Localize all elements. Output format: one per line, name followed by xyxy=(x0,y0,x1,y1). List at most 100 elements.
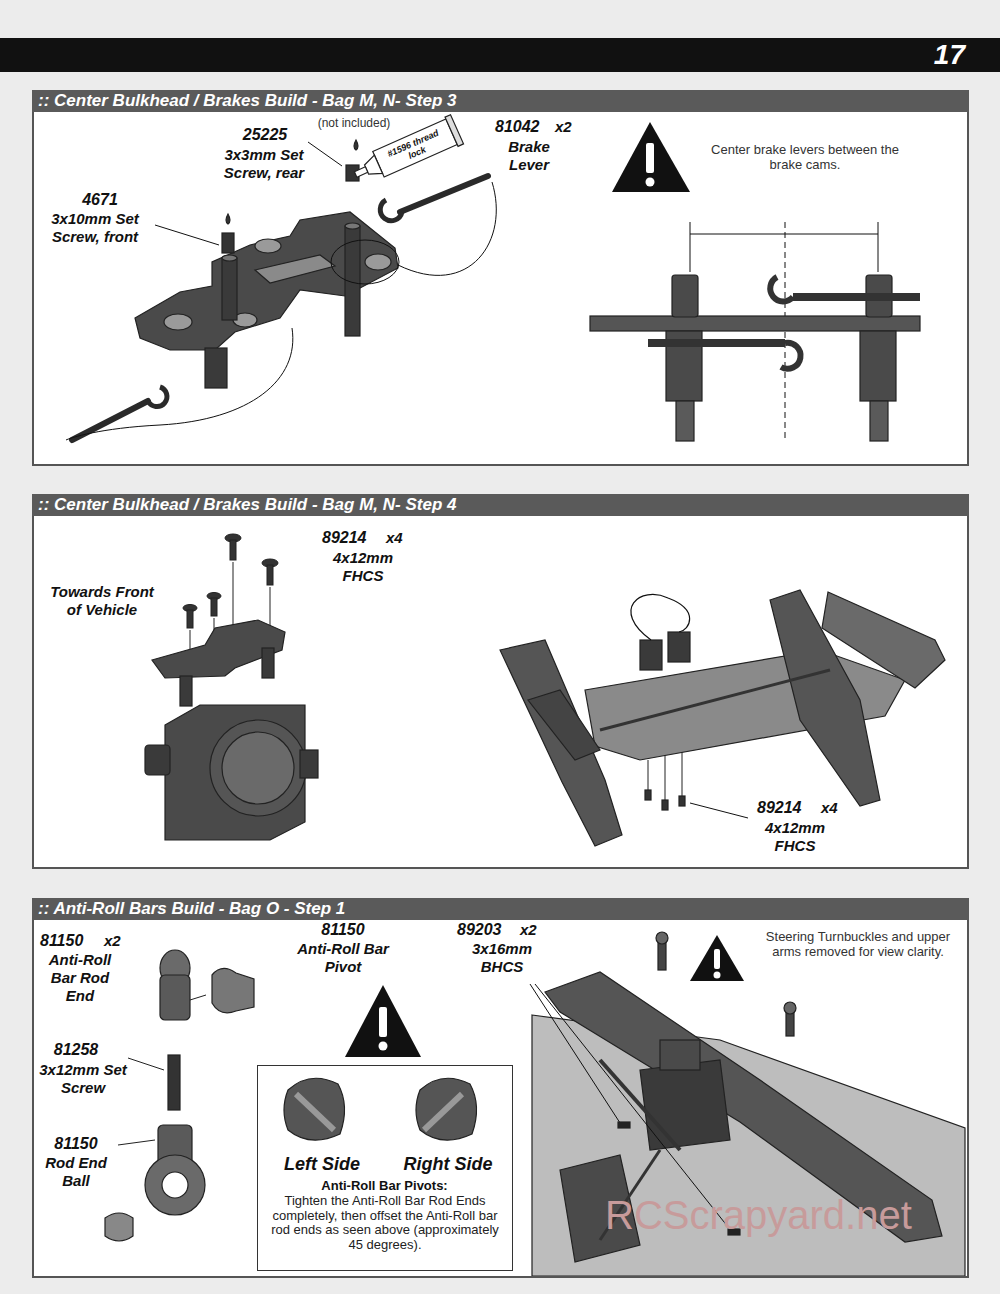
step-panel: Left SideRight SideAnti-Roll Bar Pivots:… xyxy=(32,898,969,1278)
step-panel: :: Center Bulkhead / Brakes Build - Bag … xyxy=(32,90,969,466)
chassis xyxy=(500,640,622,846)
quantity: x2 xyxy=(555,118,585,136)
warning-icon xyxy=(646,178,655,187)
brake-plate xyxy=(135,140,398,388)
warning-icon xyxy=(379,1007,387,1037)
part-number: 25225 xyxy=(225,126,305,144)
rod-end-parts xyxy=(118,1140,155,1145)
chassis xyxy=(679,796,685,806)
brake-lever xyxy=(72,401,148,440)
pivot-orientation xyxy=(416,1078,477,1140)
rod-end-parts xyxy=(128,1058,164,1070)
center-bulkhead xyxy=(262,648,274,678)
chassis-closeup xyxy=(640,1060,730,1150)
screw xyxy=(267,565,273,585)
part-name: 4x12mm FHCS xyxy=(316,549,410,585)
brake-plate xyxy=(222,255,237,261)
warning-icon xyxy=(612,122,690,192)
note-box: Left SideRight SideAnti-Roll Bar Pivots:… xyxy=(257,1065,513,1271)
warning-icon xyxy=(379,1042,388,1051)
warning-icon xyxy=(612,122,690,192)
center-bulkhead xyxy=(145,620,318,840)
leader-line xyxy=(308,142,342,166)
page-ground xyxy=(32,90,969,466)
rod-end-parts xyxy=(168,1055,180,1110)
note-heading: Anti-Roll Bar Pivots: xyxy=(258,1178,511,1193)
screw xyxy=(211,598,217,616)
chassis-closeup xyxy=(530,932,965,1276)
side-caption: Right Side xyxy=(389,1154,507,1174)
warning-icon xyxy=(714,972,721,979)
part-number: 81042 xyxy=(495,118,555,136)
rod-end-parts xyxy=(212,968,254,1012)
pivot-orientation xyxy=(296,1094,334,1130)
brake-plate xyxy=(354,140,358,150)
step-header: :: Center Bulkhead / Brakes Build - Bag … xyxy=(32,90,969,112)
step-panel: :: Center Bulkhead / Brakes Build - Bag … xyxy=(32,494,969,869)
screw xyxy=(230,540,236,560)
rod-end-parts xyxy=(162,1172,188,1198)
quantity: x4 xyxy=(821,799,851,817)
rod-end-parts xyxy=(105,950,254,1241)
brake-plate xyxy=(365,254,391,270)
center-bulkhead xyxy=(180,676,192,706)
pivot-orientation xyxy=(424,1094,462,1130)
quantity: x2 xyxy=(520,921,550,939)
part-name: Rod End Ball xyxy=(38,1154,114,1190)
rod-end-parts xyxy=(190,995,206,1000)
leader-line xyxy=(155,225,219,245)
brake-front-view xyxy=(860,331,896,401)
brake-plate xyxy=(226,214,230,224)
warning-icon xyxy=(714,949,720,969)
brake-plate xyxy=(222,258,237,320)
brake-front-view xyxy=(781,343,801,369)
part-name: Anti-Roll Bar Rod End xyxy=(36,951,124,1005)
brake-front-view xyxy=(870,401,888,441)
pivot-orientation xyxy=(284,1078,477,1140)
center-bulkhead xyxy=(210,720,306,816)
watermark: RCScrapyard.net xyxy=(605,1192,965,1238)
brake-plate xyxy=(255,255,335,283)
part-name: Brake Lever xyxy=(488,138,570,174)
chassis-closeup xyxy=(618,1122,630,1128)
brake-plate xyxy=(345,223,360,229)
brake-front-view xyxy=(676,401,694,441)
center-bulkhead xyxy=(165,705,305,840)
chassis xyxy=(668,632,690,662)
brake-plate xyxy=(222,233,234,253)
thread-lock-tube xyxy=(445,115,463,147)
leader-line xyxy=(66,142,496,440)
leader-line xyxy=(66,328,293,440)
leader-line xyxy=(398,182,496,275)
chassis-closeup xyxy=(530,984,622,1126)
part-name: 3x3mm Set Screw, rear xyxy=(200,146,328,182)
warning-icon xyxy=(646,143,654,173)
rod-end-parts xyxy=(145,1155,205,1215)
chassis xyxy=(645,790,651,800)
rod-end-parts xyxy=(160,975,190,1020)
pivot-orientation xyxy=(284,1078,345,1140)
quantity: x4 xyxy=(386,529,416,547)
dimension-line xyxy=(690,222,691,272)
part-name: 4x12mm FHCS xyxy=(748,819,842,855)
chassis-closeup xyxy=(600,1060,680,1150)
leader-line xyxy=(331,240,399,284)
brake-plate xyxy=(255,239,281,253)
warning-note: Center brake levers between the brake ca… xyxy=(700,142,910,172)
chassis xyxy=(690,803,748,818)
part-name: 3x16mm BHCS xyxy=(452,940,552,976)
part-number: 81258 xyxy=(40,1041,112,1059)
chassis xyxy=(528,690,600,760)
chassis xyxy=(640,640,662,670)
chassis xyxy=(665,755,666,800)
part-number: 89203 xyxy=(457,921,519,939)
quantity: x2 xyxy=(104,932,134,950)
chassis xyxy=(631,594,690,640)
center-bulkhead xyxy=(222,732,294,804)
rod-end-parts xyxy=(105,1213,133,1241)
page-ground xyxy=(0,38,1000,1278)
dimension-line xyxy=(878,222,879,272)
dimension-line xyxy=(785,222,786,442)
step-header: :: Anti-Roll Bars Build - Bag O - Step 1 xyxy=(32,898,969,920)
